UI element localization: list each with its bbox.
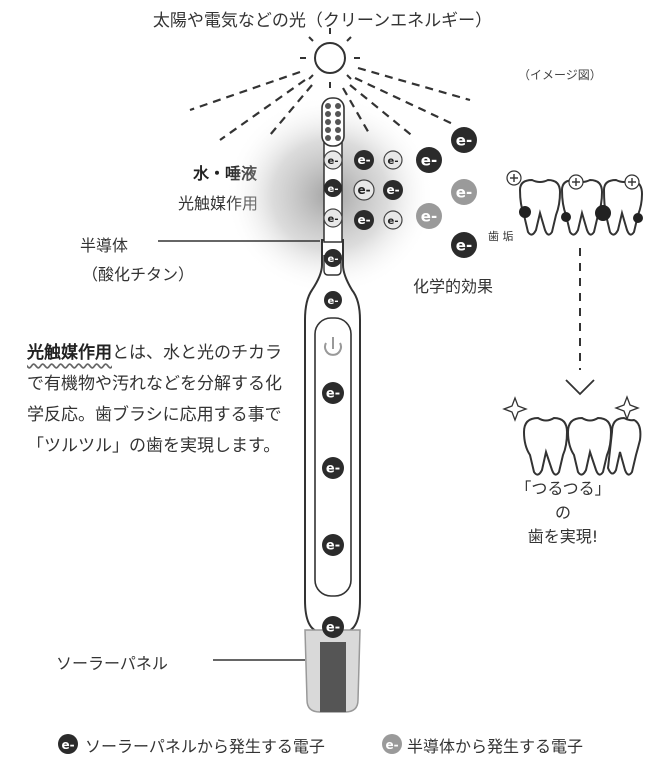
electron-symbol: e- bbox=[328, 156, 339, 167]
electron-badge: e- bbox=[323, 150, 343, 170]
electron-badge: e- bbox=[322, 382, 344, 404]
electron-badge: e- bbox=[324, 291, 342, 309]
svg-text:e-: e- bbox=[61, 738, 74, 752]
electron-symbol: e- bbox=[326, 539, 340, 554]
electron-symbol: e- bbox=[326, 387, 340, 402]
electron-symbol: e- bbox=[456, 236, 472, 254]
electron-symbol: e- bbox=[456, 183, 472, 201]
electrons: e-e-e-e-e-e-e-e-e-e-e-e-e-e-e-e-e-e-e-e- bbox=[322, 127, 477, 638]
legend-solar-electron: ソーラーパネルから発生する電子 bbox=[85, 737, 325, 756]
electron-badge: e- bbox=[324, 179, 342, 197]
electron-symbol: e- bbox=[357, 153, 370, 167]
sparkle-icons bbox=[502, 395, 640, 422]
electron-badge: e- bbox=[451, 232, 477, 258]
electron-symbol: e- bbox=[326, 462, 340, 477]
semiconductor-label: 半導体 bbox=[80, 236, 129, 255]
electron-symbol: e- bbox=[357, 213, 370, 227]
electron-badge: e- bbox=[354, 210, 374, 230]
electron-badge: e- bbox=[451, 127, 477, 153]
electron-badge: e- bbox=[324, 249, 342, 267]
legend-dark-electron-icon: e- bbox=[58, 734, 78, 754]
legend-semi-electron: 半導体から発生する電子 bbox=[407, 737, 584, 756]
electron-badge: e- bbox=[383, 210, 403, 230]
smooth-teeth-caption: 「つるつる」の歯を実現! bbox=[508, 477, 618, 549]
electron-badge: e- bbox=[323, 208, 343, 228]
electron-badge: e- bbox=[451, 179, 477, 205]
electron-symbol: e- bbox=[388, 156, 399, 167]
solar-panel-label: ソーラーパネル bbox=[56, 654, 168, 673]
electron-symbol: e- bbox=[421, 151, 437, 169]
image-note: （イメージ図） bbox=[518, 68, 602, 82]
diagram-title: 太陽や電気などの光（クリーンエネルギー） bbox=[152, 11, 493, 31]
electron-badge: e- bbox=[322, 534, 344, 556]
plaque-teeth-icon bbox=[518, 178, 644, 236]
chemical-effect-label: 化学的効果 bbox=[413, 277, 494, 296]
result-arrow-head bbox=[565, 379, 595, 396]
electron-symbol: e- bbox=[421, 207, 437, 225]
electron-badge: e- bbox=[353, 179, 375, 201]
electron-badge: e- bbox=[383, 150, 403, 170]
electron-symbol: e- bbox=[328, 214, 339, 225]
light-rays bbox=[189, 66, 471, 141]
clean-teeth-icon bbox=[522, 416, 642, 476]
description-highlight: 光触媒作用 bbox=[27, 343, 112, 363]
power-icon bbox=[324, 337, 342, 356]
electron-symbol: e- bbox=[456, 131, 472, 149]
plaque-dots bbox=[519, 205, 643, 223]
electron-badge: e- bbox=[383, 180, 403, 200]
electron-symbol: e- bbox=[388, 216, 399, 227]
electron-badge: e- bbox=[416, 203, 442, 229]
electron-symbol: e- bbox=[328, 254, 339, 265]
bristles bbox=[325, 103, 341, 141]
plus-signs bbox=[510, 174, 636, 186]
description-text: 光触媒作用とは、水と光のチカラで有機物や汚れなどを分解する化学反応。歯ブラシに応… bbox=[27, 338, 289, 462]
svg-text:e-: e- bbox=[385, 738, 398, 752]
electron-symbol: e- bbox=[326, 621, 340, 636]
solar-panel bbox=[304, 629, 361, 713]
electron-badge: e- bbox=[416, 147, 442, 173]
legend-gray-electron-icon: e- bbox=[382, 734, 402, 754]
smooth-caption-line2: 歯を実現! bbox=[527, 527, 599, 546]
electron-symbol: e- bbox=[386, 183, 399, 197]
electron-badge: e- bbox=[354, 150, 374, 170]
electron-symbol: e- bbox=[328, 296, 339, 307]
plaque-label: 歯 垢 bbox=[488, 230, 514, 243]
titanium-oxide-label: （酸化チタン） bbox=[82, 265, 195, 284]
description-body: とは、水と光のチカラで有機物や汚れなどを分解する化学反応。歯ブラシに応用する事で… bbox=[27, 343, 282, 456]
electron-symbol: e- bbox=[357, 183, 370, 197]
electron-badge: e- bbox=[322, 457, 344, 479]
sun-icon bbox=[300, 28, 360, 88]
electron-symbol: e- bbox=[328, 184, 339, 195]
electron-badge: e- bbox=[322, 616, 344, 638]
smooth-caption-line1: 「つるつる」の bbox=[515, 479, 611, 522]
